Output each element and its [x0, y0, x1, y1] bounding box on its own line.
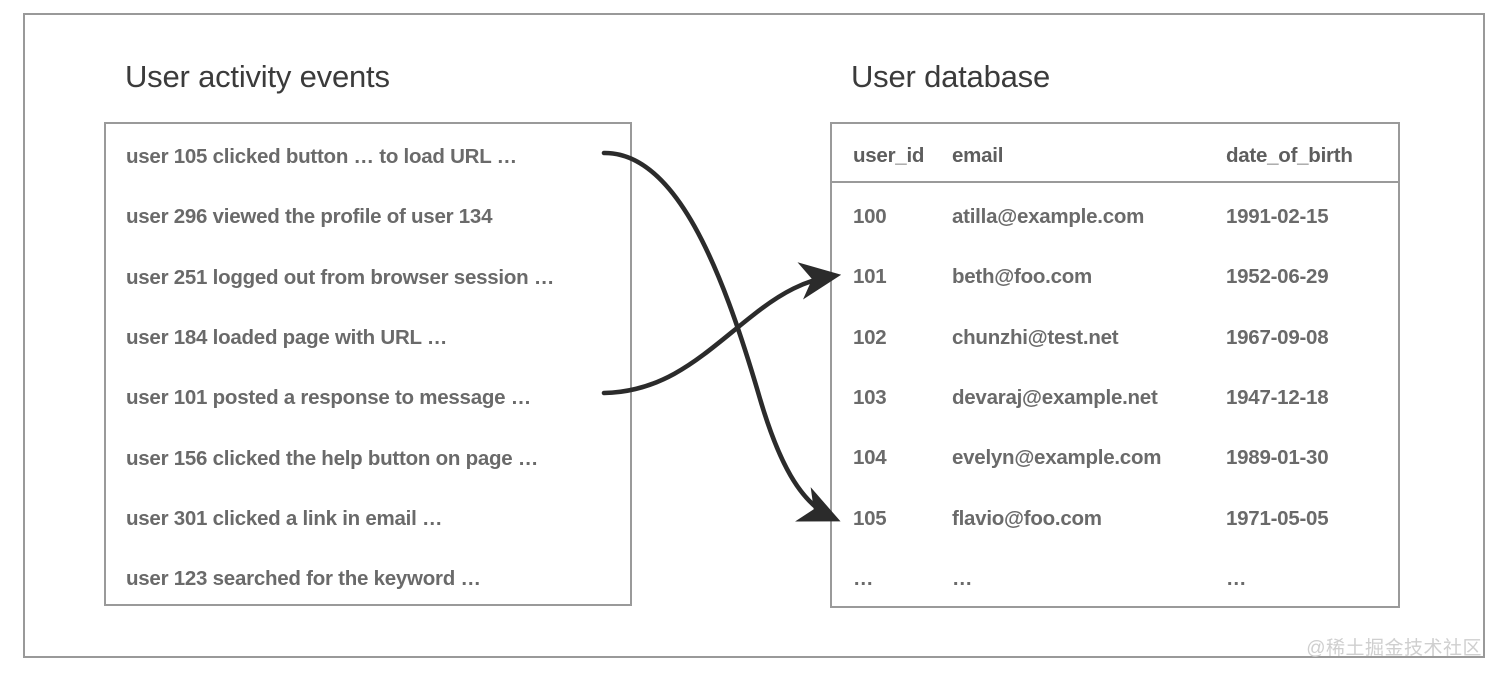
- table-row: 102 chunzhi@test.net 1967-09-08: [832, 325, 1398, 351]
- cell-date-of-birth: 1989-01-30: [1226, 446, 1329, 470]
- cell-email: beth@foo.com: [952, 265, 1092, 289]
- event-row: user 301 clicked a link in email …: [126, 506, 624, 532]
- database-panel-title: User database: [851, 59, 1051, 94]
- table-row: 103 devaraj@example.net 1947-12-18: [832, 385, 1398, 411]
- cell-user-id: 100: [853, 205, 887, 228]
- event-row: user 251 logged out from browser session…: [126, 265, 624, 291]
- cell-user-id: 105: [853, 506, 887, 530]
- cell-date-of-birth: 1947-12-18: [1226, 385, 1329, 409]
- event-row: user 296 viewed the profile of user 134: [126, 204, 624, 230]
- cell-user-id: …: [853, 566, 874, 590]
- cell-email: chunzhi@test.net: [952, 325, 1119, 349]
- event-row: user 184 loaded page with URL …: [126, 325, 624, 351]
- event-text: user 301 clicked a link in email …: [126, 506, 443, 530]
- watermark: @稀土掘金技术社区: [1306, 638, 1482, 659]
- cell-date-of-birth: 1952-06-29: [1226, 265, 1329, 289]
- table-header-row: user_id email date_of_birth: [832, 143, 1398, 169]
- cell-email: evelyn@example.com: [952, 446, 1162, 470]
- column-header-email: email: [952, 144, 1004, 167]
- cell-email: flavio@foo.com: [952, 506, 1102, 530]
- cell-user-id: 104: [853, 446, 887, 470]
- event-text: user 156 clicked the help button on page…: [126, 446, 539, 470]
- event-text: user 296 viewed the profile of user 134: [126, 205, 493, 229]
- event-text: user 101 posted a response to message …: [126, 386, 531, 410]
- cell-date-of-birth: 1991-02-15: [1226, 205, 1329, 228]
- event-row: user 156 clicked the help button on page…: [126, 446, 624, 472]
- database-panel-box: user_id email date_of_birth 100 atilla@examp…: [830, 122, 1400, 608]
- event-text: user 123 searched for the keyword …: [126, 567, 481, 591]
- cell-date-of-birth: …: [1226, 566, 1247, 590]
- events-panel-box: user 105 clicked button … to load URL … u…: [104, 122, 632, 606]
- event-row: user 123 searched for the keyword …: [126, 566, 624, 592]
- cell-email: …: [952, 566, 973, 590]
- events-list: user 105 clicked button … to load URL … u…: [106, 124, 630, 604]
- table-header-divider: [832, 181, 1398, 183]
- cell-user-id: 102: [853, 325, 887, 349]
- table-row: 101 beth@foo.com 1952-06-29: [832, 264, 1398, 290]
- event-row: user 101 posted a response to message …: [126, 385, 624, 411]
- cell-date-of-birth: 1967-09-08: [1226, 325, 1329, 349]
- table-row: … … …: [832, 566, 1398, 592]
- event-text: user 251 logged out from browser session…: [126, 265, 555, 289]
- cell-date-of-birth: 1971-05-05: [1226, 506, 1329, 530]
- column-header-date-of-birth: date_of_birth: [1226, 144, 1353, 167]
- event-text: user 184 loaded page with URL …: [126, 325, 448, 349]
- table-row: 100 atilla@example.com 1991-02-15: [832, 204, 1398, 230]
- cell-email: atilla@example.com: [952, 205, 1145, 228]
- event-row: user 105 clicked button … to load URL …: [126, 144, 624, 170]
- events-panel-title: User activity events: [125, 59, 390, 94]
- table-row: 104 evelyn@example.com 1989-01-30: [832, 445, 1398, 471]
- cell-user-id: 103: [853, 385, 887, 409]
- event-text: user 105 clicked button … to load URL …: [126, 145, 517, 168]
- column-header-user-id: user_id: [853, 144, 925, 167]
- cell-email: devaraj@example.net: [952, 385, 1158, 409]
- table-row: 105 flavio@foo.com 1971-05-05: [832, 506, 1398, 532]
- cell-user-id: 101: [853, 265, 887, 289]
